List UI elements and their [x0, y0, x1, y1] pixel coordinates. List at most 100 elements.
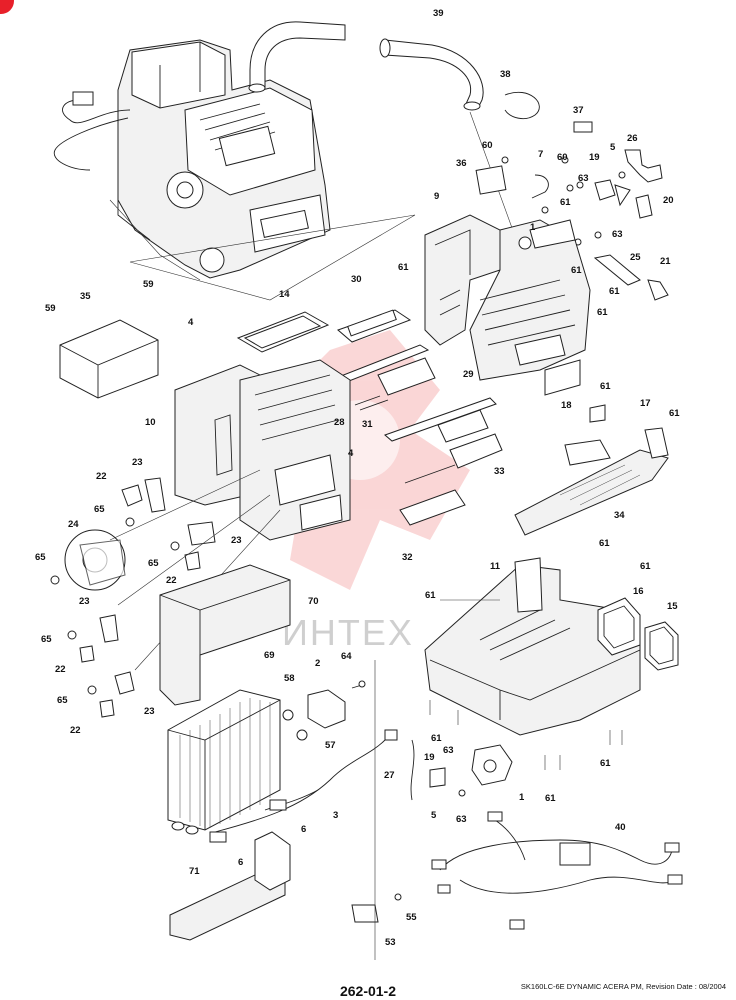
watermark-text: ИНТЕХ	[282, 612, 414, 653]
part-9-upper-housing	[424, 214, 669, 396]
label-71: 71	[189, 866, 200, 877]
label-11: 11	[490, 561, 501, 572]
label-27: 27	[384, 770, 395, 781]
label-33: 33	[494, 466, 505, 477]
label-23: 23	[79, 596, 90, 607]
part-3-harness	[209, 729, 398, 843]
part-40-wire-harness	[431, 811, 683, 930]
label-64: 64	[341, 651, 352, 662]
label-55: 55	[406, 912, 417, 923]
label-61: 61	[431, 733, 442, 744]
label-22: 22	[96, 471, 107, 482]
label-61: 61	[640, 561, 651, 572]
label-65: 65	[148, 558, 159, 569]
label-63: 63	[443, 745, 454, 756]
label-65: 65	[41, 634, 52, 645]
label-26: 26	[627, 133, 638, 144]
label-4: 4	[188, 317, 194, 328]
part-38-clamp	[504, 91, 540, 120]
label-15: 15	[667, 601, 678, 612]
part-35-control-module	[59, 319, 159, 399]
label-61: 61	[599, 538, 610, 549]
part-69-evaporator	[167, 689, 281, 835]
label-1: 1	[530, 222, 536, 233]
label-36: 36	[456, 158, 467, 169]
label-40: 40	[615, 822, 626, 833]
label-37: 37	[573, 105, 584, 116]
label-5: 5	[431, 810, 437, 821]
label-61: 61	[398, 262, 409, 273]
label-59: 59	[45, 303, 56, 314]
label-20: 20	[663, 195, 674, 206]
label-2: 2	[315, 658, 320, 669]
part-number-labels: 39 38 37 26 60 7 60 19 5 36 63 20 61 9 6…	[35, 8, 680, 948]
label-60: 60	[482, 140, 493, 151]
label-59: 59	[143, 279, 154, 290]
label-61: 61	[669, 408, 680, 419]
label-22: 22	[166, 575, 177, 586]
label-61: 61	[560, 197, 571, 208]
label-7: 7	[538, 149, 543, 160]
label-61: 61	[600, 758, 611, 769]
label-63: 63	[612, 229, 623, 240]
part-71-drain-tray	[169, 831, 291, 941]
label-69: 69	[264, 650, 275, 661]
label-6: 6	[301, 824, 306, 835]
label-60: 60	[557, 152, 568, 163]
label-22: 22	[55, 664, 66, 675]
label-63: 63	[578, 173, 589, 184]
label-53: 53	[385, 937, 396, 948]
label-6: 6	[238, 857, 243, 868]
label-31: 31	[362, 419, 373, 430]
label-22: 22	[70, 725, 81, 736]
label-61: 61	[597, 307, 608, 318]
part-2-actuator	[282, 680, 366, 741]
label-61: 61	[545, 793, 556, 804]
label-4: 4	[348, 448, 354, 459]
label-14: 14	[279, 289, 290, 300]
label-32: 32	[402, 552, 413, 563]
part-10-main-housing	[174, 359, 351, 541]
label-1: 1	[519, 792, 525, 803]
label-19: 19	[424, 752, 435, 763]
label-23: 23	[231, 535, 242, 546]
label-21: 21	[660, 256, 671, 267]
label-65: 65	[35, 552, 46, 563]
label-63: 63	[456, 814, 467, 825]
hvac-unit-assembled	[53, 21, 346, 281]
part-16-seal	[597, 597, 641, 656]
label-61: 61	[571, 265, 582, 276]
part-11-lower-housing	[424, 557, 641, 736]
label-70: 70	[308, 596, 319, 607]
label-18: 18	[561, 400, 572, 411]
label-19: 19	[589, 152, 600, 163]
small-hardware-top-right	[475, 121, 663, 246]
label-38: 38	[500, 69, 511, 80]
label-10: 10	[145, 417, 156, 428]
label-16: 16	[633, 586, 644, 597]
part-15-seal	[644, 621, 679, 671]
label-5: 5	[610, 142, 616, 153]
part-70-cover	[159, 564, 291, 706]
label-17: 17	[640, 398, 651, 409]
label-61: 61	[609, 286, 620, 297]
label-30: 30	[351, 274, 362, 285]
label-39: 39	[433, 8, 444, 19]
label-65: 65	[94, 504, 105, 515]
label-61: 61	[425, 590, 436, 601]
part-53-bracket	[351, 893, 402, 923]
label-28: 28	[334, 417, 345, 428]
label-34: 34	[614, 510, 625, 521]
label-23: 23	[144, 706, 155, 717]
part-34-duct	[514, 404, 669, 536]
label-57: 57	[325, 740, 336, 751]
page-number: 262-01-2	[339, 983, 397, 999]
document-footer: SK160LC-6E DYNAMIC ACERA PM, Revision Da…	[520, 982, 726, 991]
label-65: 65	[57, 695, 68, 706]
label-24: 24	[68, 519, 79, 530]
label-25: 25	[630, 252, 641, 263]
label-9: 9	[434, 191, 439, 202]
label-3: 3	[333, 810, 338, 821]
label-61: 61	[600, 381, 611, 392]
